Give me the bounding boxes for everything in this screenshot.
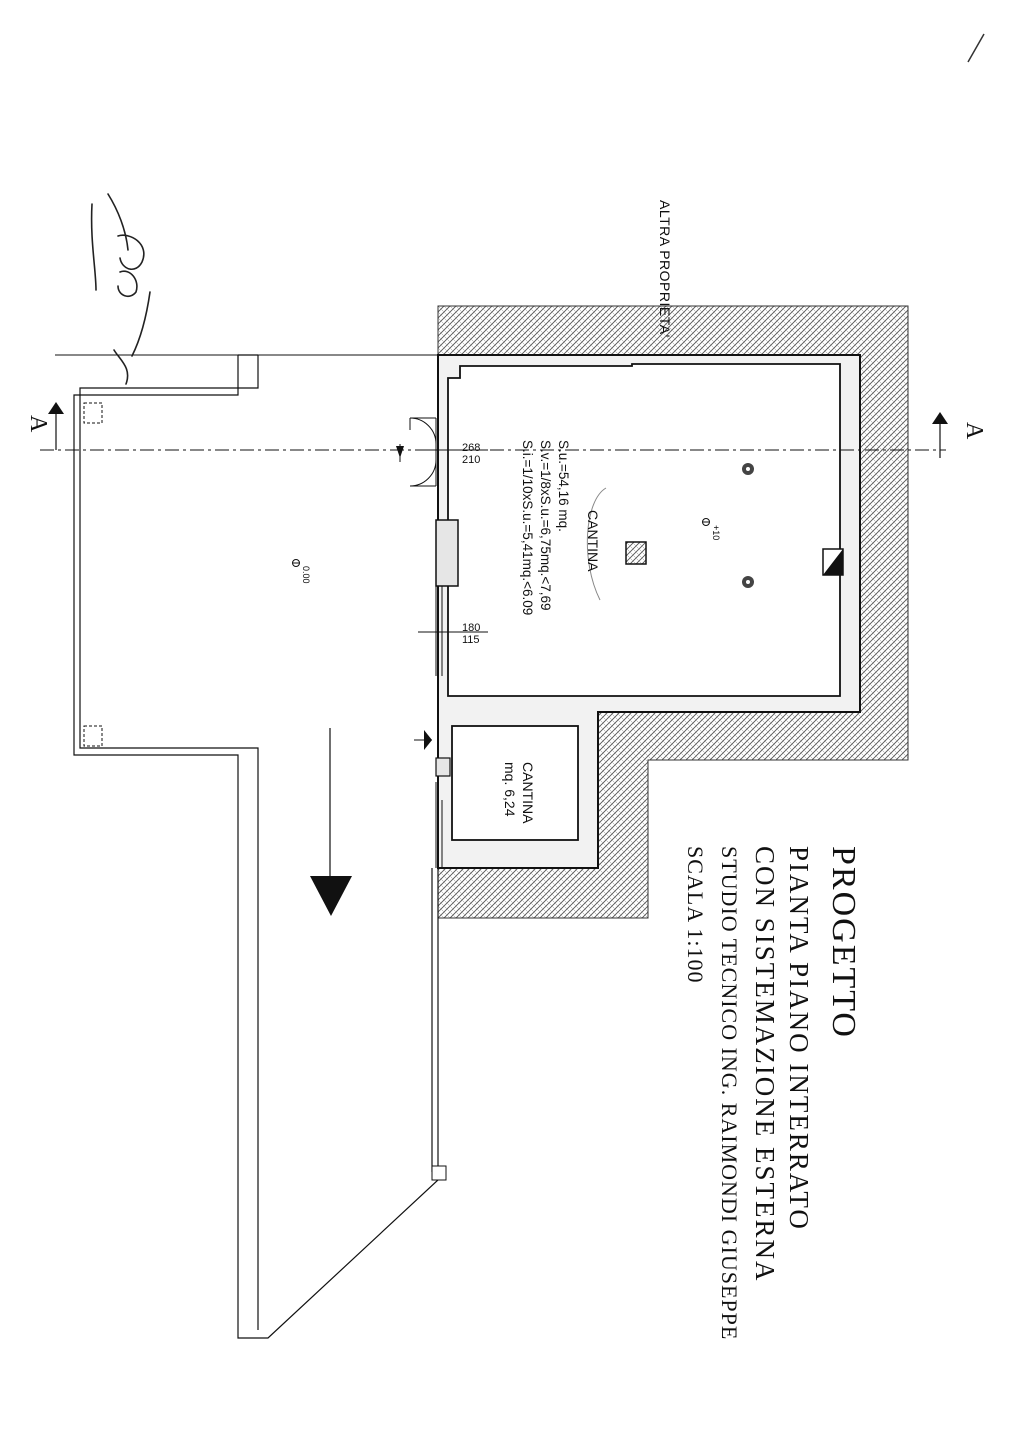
cellar-elevation-label: +10 <box>711 525 721 541</box>
opening-dimension-top: 268 <box>462 442 481 454</box>
main-cellar-area-si: S.i.=1/10xS.u.=5,41mq.<6.09 <box>520 440 535 616</box>
title-block-title: PROGETTO <box>825 846 862 1039</box>
central-pillar <box>625 541 647 565</box>
section-arrow-left <box>48 402 64 450</box>
title-block-subtitle-2: CON SISTEMAZIONE ESTERNA <box>750 846 780 1283</box>
small-cellar-name: CANTINA <box>520 762 536 824</box>
wall-pier <box>435 519 459 587</box>
opening-dimension-bottom: 210 <box>462 454 481 466</box>
title-block-studio: STUDIO TECNICO ING. RAIMONDI GIUSEPPE <box>717 846 742 1341</box>
direction-arrow-icon <box>310 876 352 916</box>
title-block-subtitle-1: PIANTA PIANO INTERRATO <box>784 846 814 1231</box>
section-arrow-right <box>932 412 948 458</box>
terrace-outline <box>73 354 439 1339</box>
title-block-scale: SCALA 1:100 <box>683 846 708 984</box>
planter-box <box>83 725 103 747</box>
double-door <box>409 417 437 487</box>
planter-box <box>83 402 103 424</box>
wall-pier <box>435 757 451 777</box>
section-mark-left: A <box>25 415 51 433</box>
main-cellar-area-su: S.u.=54,16 mq. <box>556 440 571 532</box>
small-cellar-area: mq. 6,24 <box>502 762 518 817</box>
handwritten-scale-note <box>90 193 151 385</box>
opening-dimension-bottom: 115 <box>462 634 480 646</box>
terrace-post <box>431 1165 447 1181</box>
elevation-marker <box>702 518 710 526</box>
corner-mark <box>967 33 985 63</box>
stair-symbol <box>822 548 844 576</box>
neighbor-property-label: ALTRA PROPRIETA' <box>657 200 673 338</box>
main-cellar-area-sv: S.v.=1/8xS.u.=6,75mq.<7,69 <box>538 440 553 611</box>
small-cellar-room <box>451 725 579 841</box>
elevation-marker <box>292 559 300 567</box>
opening-dimension-top: 180 <box>462 622 481 634</box>
ceiling-light <box>742 576 754 588</box>
ceiling-light <box>742 463 754 475</box>
room-label-ellipse <box>586 487 607 601</box>
section-mark-right: A <box>961 422 987 440</box>
main-cellar-room <box>447 363 841 697</box>
outdoor-elevation-label: 0.00 <box>301 566 311 584</box>
main-cellar-name: CANTINA <box>585 510 601 572</box>
